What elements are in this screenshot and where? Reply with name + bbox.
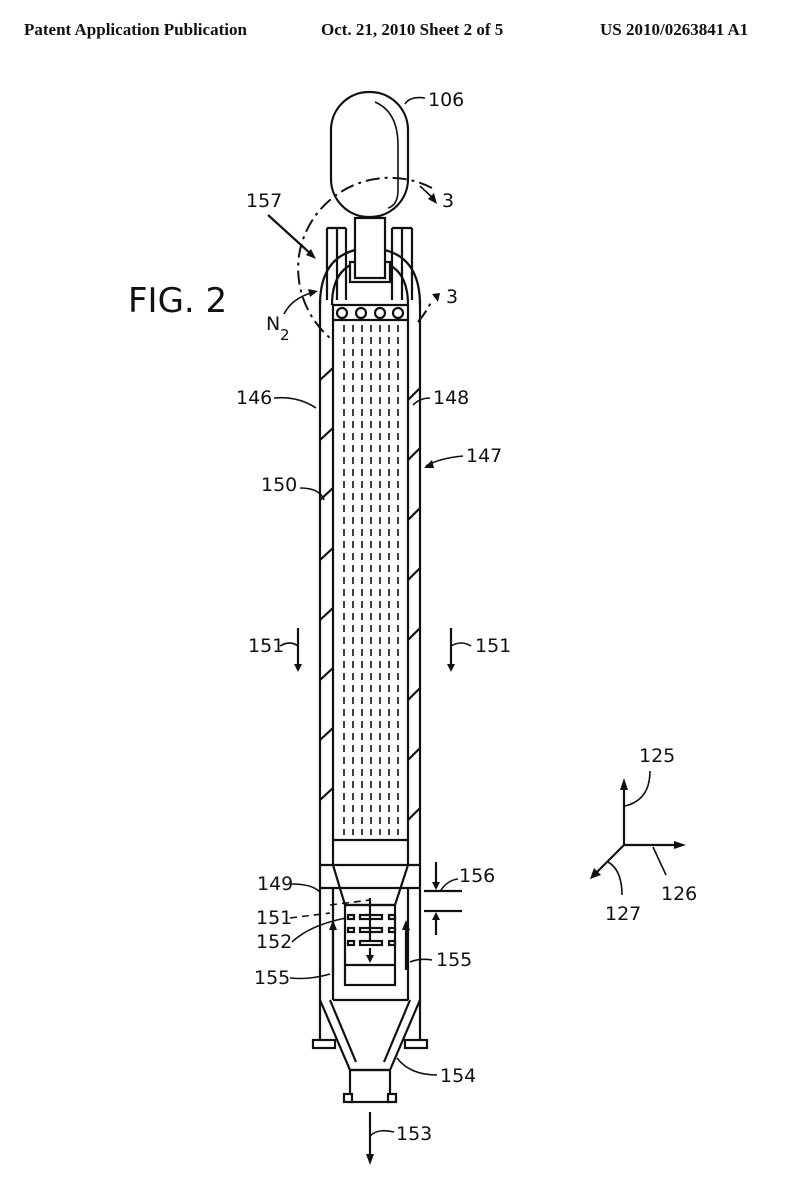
separator-assembly [311,864,429,1104]
label-149: 149 [257,873,293,895]
label-3-top: 3 [442,190,454,212]
header-date-sheet: Oct. 21, 2010 Sheet 2 of 5 [321,20,504,39]
header-publication: Patent Application Publication [24,20,247,39]
label-126: 126 [661,883,697,905]
label-157: 157 [246,190,282,212]
label-152: 152 [256,931,292,953]
reactor-column [318,300,422,1040]
label-156: 156 [459,865,495,887]
detail-circle [297,176,433,339]
figure-title: FIG. 2 [128,281,227,321]
label-151-bottom: 151 [256,907,292,929]
leader-106 [404,96,426,105]
header-patent-number: US 2010/0263841 A1 [600,20,749,39]
label-148: 148 [433,387,469,409]
reactor-top [318,216,422,322]
coordinate-axes [590,770,686,896]
label-n2: N [266,313,280,335]
label-147: 147 [466,445,502,467]
label-106: 106 [428,89,464,111]
label-3-bottom: 3 [446,286,458,308]
label-155-right: 155 [436,949,472,971]
label-154: 154 [440,1065,476,1087]
label-146: 146 [236,387,272,409]
label-127: 127 [605,903,641,925]
label-155-left: 155 [254,967,290,989]
label-150: 150 [261,474,297,496]
label-151-left: 151 [248,635,284,657]
label-151-right: 151 [475,635,511,657]
label-153: 153 [396,1123,432,1145]
label-125: 125 [639,745,675,767]
label-n2-subscript: 2 [280,326,290,344]
